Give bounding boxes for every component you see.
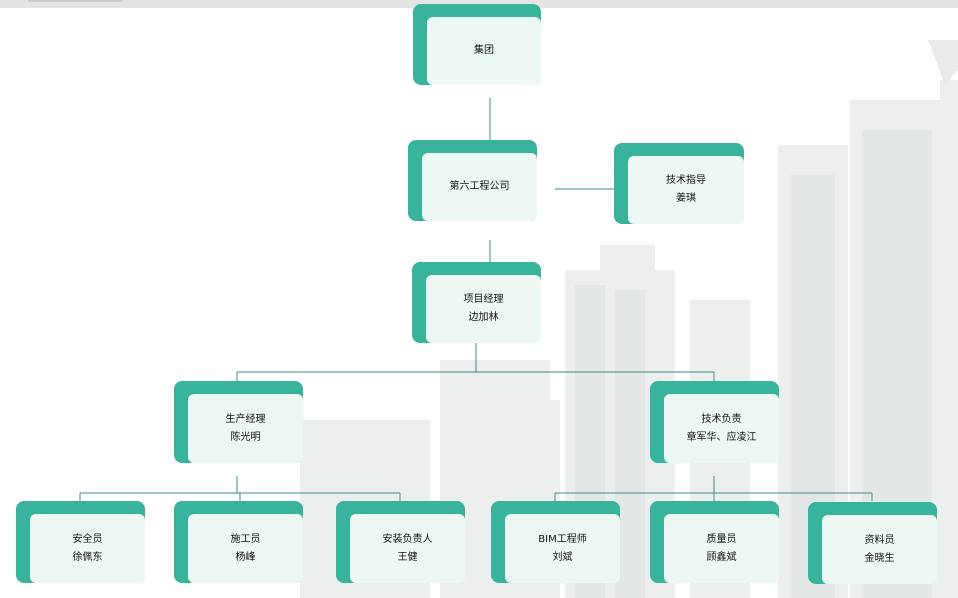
node-construction-worker: 施工员 杨峰 — [174, 501, 303, 583]
node-construction-worker-name: 杨峰 — [235, 551, 256, 563]
node-bim-engineer: BIM工程师 刘斌 — [491, 501, 620, 583]
node-quality-officer-title: 质量员 — [706, 533, 737, 545]
node-document-officer-title: 资料员 — [864, 534, 895, 546]
node-technical-lead-title: 技术负责 — [701, 413, 742, 425]
node-document-officer: 资料员 金晓生 — [808, 502, 937, 584]
node-bim-engineer-title: BIM工程师 — [538, 533, 587, 545]
node-tech-guide-title: 技术指导 — [666, 175, 706, 186]
node-technical-lead: 技术负责 章军华、应凌江 — [650, 381, 779, 463]
node-installation-lead: 安装负责人 王健 — [336, 501, 465, 583]
node-tech-guide: 技术指导 姜琪 — [614, 143, 744, 224]
node-project-manager-name: 边加林 — [468, 312, 499, 323]
node-group-title: 集团 — [474, 45, 494, 56]
page-title-fragment — [28, 0, 123, 2]
node-company-title: 第六工程公司 — [449, 181, 510, 192]
node-document-officer-name: 金晓生 — [864, 552, 895, 564]
node-production-manager-title: 生产经理 — [225, 413, 266, 425]
node-technical-lead-name: 章军华、应凌江 — [686, 431, 757, 443]
node-bim-engineer-name: 刘斌 — [552, 551, 573, 563]
node-construction-worker-title: 施工员 — [230, 533, 261, 545]
node-project-manager-title: 项目经理 — [463, 294, 504, 305]
node-company: 第六工程公司 — [408, 140, 537, 221]
node-production-manager: 生产经理 陈光明 — [174, 381, 303, 463]
node-safety-officer-name: 徐佩东 — [72, 551, 103, 563]
node-production-manager-name: 陈光明 — [230, 431, 261, 443]
node-installation-lead-title: 安装负责人 — [382, 533, 433, 545]
node-installation-lead-name: 王健 — [397, 551, 418, 563]
node-quality-officer: 质量员 顾鑫斌 — [650, 501, 779, 583]
node-project-manager: 项目经理 边加林 — [412, 262, 541, 343]
node-safety-officer: 安全员 徐佩东 — [16, 501, 145, 583]
node-tech-guide-name: 姜琪 — [676, 193, 696, 204]
node-group: 集团 — [413, 4, 541, 85]
node-quality-officer-name: 顾鑫斌 — [706, 551, 737, 563]
node-safety-officer-title: 安全员 — [72, 533, 103, 545]
